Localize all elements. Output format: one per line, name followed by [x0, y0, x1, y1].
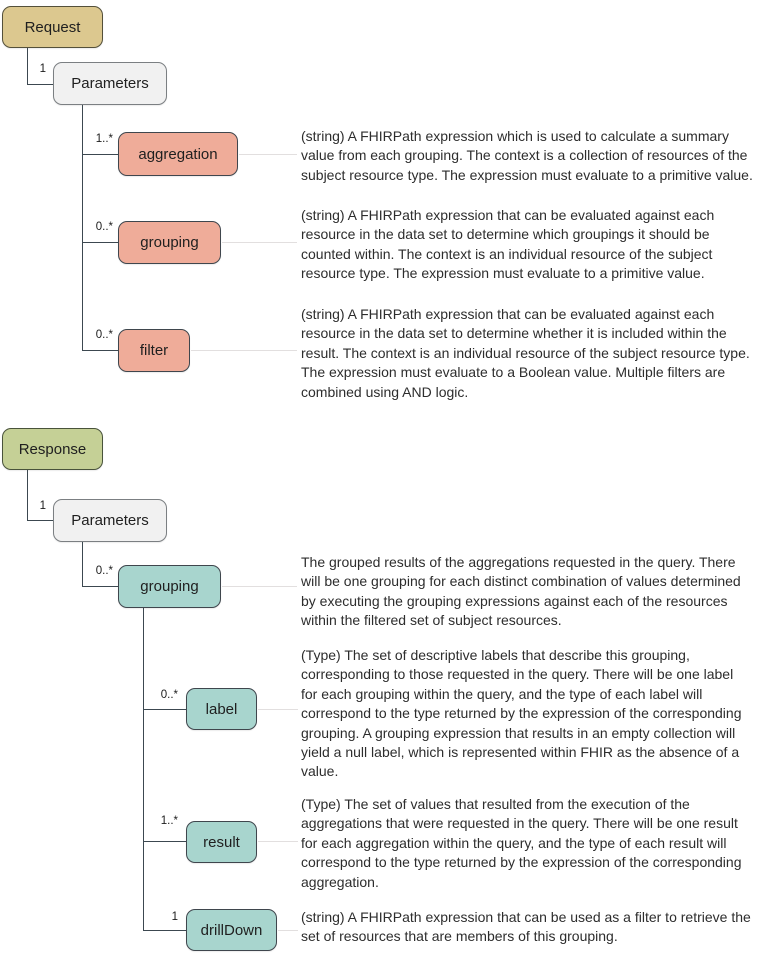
field-description: (string) A FHIRPath expression that can … [301, 306, 750, 400]
tree-line [82, 242, 118, 244]
tree-line [27, 48, 29, 85]
node-grouping-response-label: grouping [140, 578, 199, 595]
node-request-parameters: Parameters [53, 62, 167, 105]
node-result: result [186, 821, 257, 863]
cardinality-label: 1 [171, 911, 178, 923]
tree-line [27, 470, 29, 521]
node-request: Request [2, 6, 103, 48]
node-result-label: result [203, 833, 240, 851]
node-label: label [186, 688, 257, 730]
node-request-label: Request [24, 18, 81, 36]
field-description: (string) A FHIRPath expression that can … [301, 207, 715, 282]
tree-line [82, 105, 84, 351]
node-drilldown-label: drillDown [200, 921, 263, 939]
cardinality-label: 0..* [95, 565, 113, 577]
node-label-label: label [205, 700, 238, 718]
connector-line [191, 350, 297, 352]
tree-line [82, 350, 118, 352]
node-response-parameters-label: Parameters [71, 512, 149, 529]
node-response-label: Response [18, 440, 87, 458]
cardinality-label: 0..* [95, 329, 113, 341]
node-filter: filter [118, 329, 190, 372]
tree-line [27, 84, 54, 86]
node-drilldown: drillDown [186, 909, 277, 951]
field-description: The grouped results of the aggregations … [301, 554, 741, 629]
connector-line [239, 154, 297, 156]
tree-line [143, 608, 145, 931]
connector-line [278, 930, 298, 932]
node-request-parameters-label: Parameters [71, 75, 149, 92]
tree-line [143, 930, 186, 932]
cardinality-label: 0..* [95, 221, 113, 233]
connector-line [222, 586, 297, 588]
tree-line [143, 841, 186, 843]
node-grouping-response: grouping [118, 565, 221, 608]
cardinality-label: 1 [39, 500, 46, 512]
cardinality-label: 1..* [95, 133, 113, 145]
field-description: (Type) The set of descriptive labels tha… [301, 647, 742, 780]
cardinality-label: 1 [39, 63, 46, 75]
tree-line [82, 542, 84, 587]
node-response: Response [2, 428, 103, 470]
field-description: (Type) The set of values that resulted f… [301, 796, 742, 890]
cardinality-label: 0..* [160, 689, 178, 701]
connector-line [222, 242, 297, 244]
field-description: (string) A FHIRPath expression which is … [301, 128, 753, 183]
node-aggregation-label: aggregation [138, 145, 218, 163]
node-grouping-request: grouping [118, 221, 221, 264]
field-description: (string) A FHIRPath expression that can … [301, 909, 751, 945]
connector-line [258, 841, 298, 843]
node-response-parameters: Parameters [53, 499, 167, 542]
node-aggregation: aggregation [118, 132, 238, 176]
node-grouping-request-label: grouping [140, 234, 199, 251]
tree-line [27, 520, 54, 522]
tree-line [82, 154, 118, 156]
tree-line [82, 586, 118, 588]
node-filter-label: filter [139, 342, 169, 359]
tree-line [143, 709, 186, 711]
cardinality-label: 1..* [160, 815, 178, 827]
connector-line [258, 709, 298, 711]
